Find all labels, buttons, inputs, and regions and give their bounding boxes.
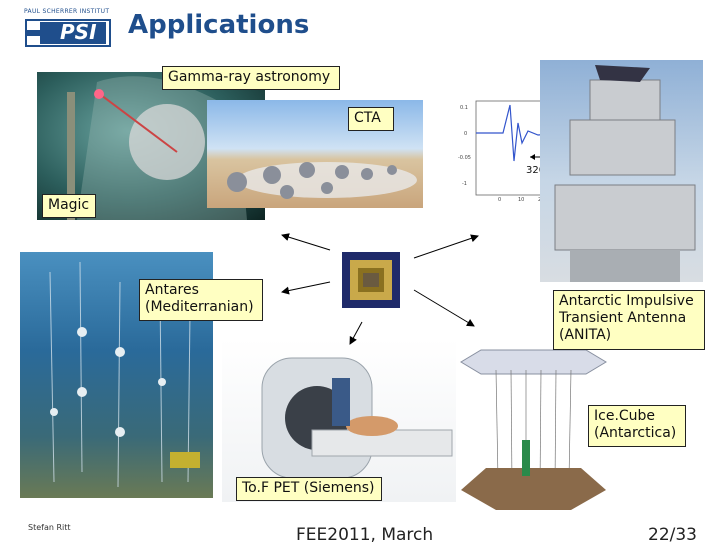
cta-label: CTA [348, 107, 394, 131]
arrow-to-icecube [413, 289, 475, 327]
icecube-detector-image [456, 330, 611, 516]
gamma-ray-astronomy-label: Gamma-ray astronomy [162, 66, 340, 90]
tof-pet-label: To.F PET (Siemens) [236, 477, 382, 501]
anita-label: Antarctic Impulsive Transient Antenna (A… [553, 290, 705, 350]
waveform-ytick: -0.05 [458, 155, 471, 161]
antares-label-line1: Antares [145, 282, 199, 298]
anita-label-line1: Antarctic Impulsive [559, 293, 694, 309]
waveform-ytick: -1 [462, 181, 467, 187]
anita-label-line2: Transient Antenna [559, 310, 687, 326]
anita-payload-image [540, 60, 703, 282]
drs-chip-image [342, 252, 400, 308]
psi-logo-mark [25, 19, 111, 47]
magic-label: Magic [42, 194, 96, 218]
antares-label-line2: (Mediterranian) [145, 299, 254, 315]
anita-label-line3: (ANITA) [559, 327, 612, 343]
page-title: Applications [128, 10, 310, 40]
arrow-to-pet [349, 321, 363, 345]
psi-logo: PAUL SCHERRER INSTITUT PSI [22, 8, 114, 48]
waveform-ytick: 0 [464, 131, 468, 137]
icecube-label: Ice.Cube (Antarctica) [588, 405, 686, 447]
arrow-to-anita [413, 234, 479, 259]
icecube-label-line2: (Antarctica) [594, 425, 677, 441]
arrow-to-magic [281, 233, 331, 251]
antares-label: Antares (Mediterranian) [139, 279, 263, 321]
icecube-label-line1: Ice.Cube [594, 408, 656, 424]
logo-caption: PAUL SCHERRER INSTITUT [24, 8, 110, 15]
waveform-xtick: 10 [518, 197, 525, 203]
waveform-ytick: 0.1 [460, 105, 468, 111]
arrow-to-antares [281, 281, 331, 295]
logo-text: PSI [60, 20, 97, 44]
pet-scanner-image [222, 338, 457, 502]
footer-author: Stefan Ritt [28, 523, 71, 532]
waveform-xtick: 0 [498, 197, 502, 203]
